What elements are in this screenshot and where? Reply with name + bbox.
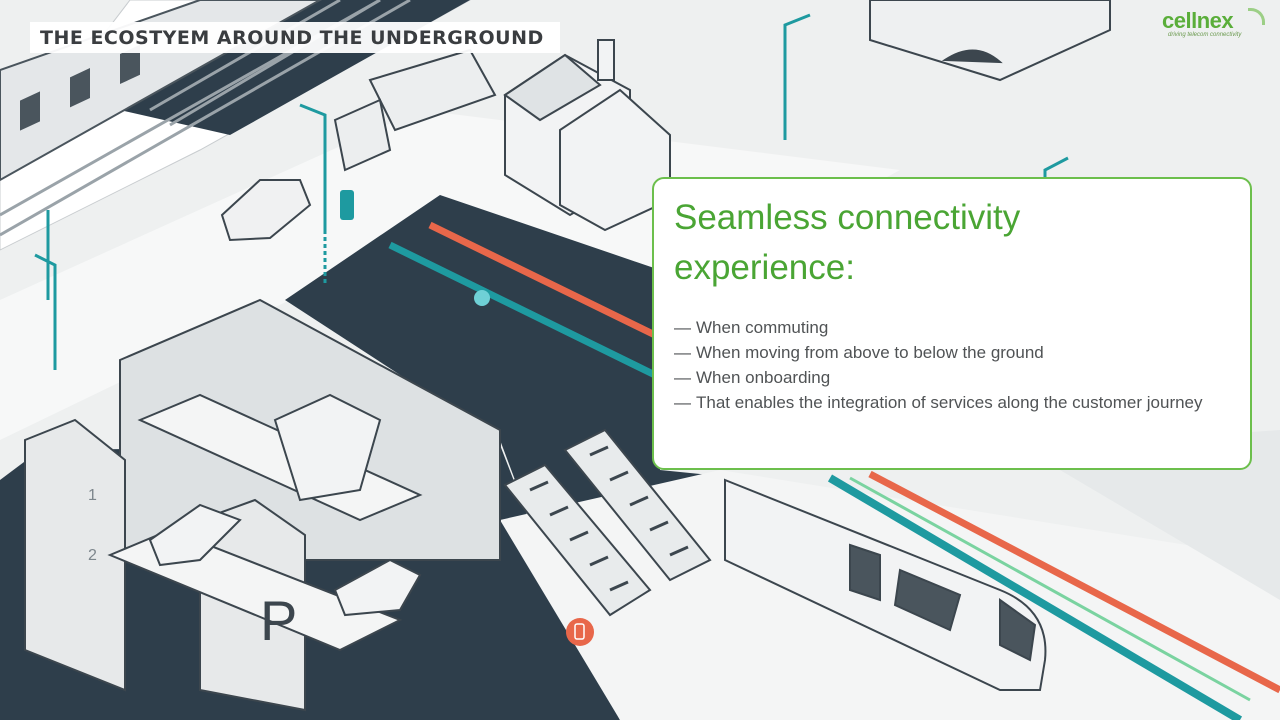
dash-marker: — (674, 368, 691, 387)
phone-hotspot-icon (566, 618, 594, 646)
parking-sign: P (260, 589, 297, 652)
train (724, 478, 1047, 691)
level-label: 2 (88, 547, 97, 564)
bullet-text: That enables the integration of services… (696, 393, 1203, 412)
bullet-text: When onboarding (696, 368, 831, 387)
car (220, 179, 312, 242)
list-item: — When onboarding (674, 365, 1230, 390)
panel-heading-line2: experience: (674, 248, 855, 287)
dash-marker: — (674, 318, 691, 337)
panel-heading: Seamless connectivity experience: (674, 193, 1230, 293)
house (503, 39, 671, 232)
slide-title-box: THE ECOSTYEM AROUND THE UNDERGROUND (30, 22, 560, 53)
signal-arc-icon (1248, 8, 1265, 25)
logo-wordmark: cellnex (1162, 8, 1234, 33)
list-item: — When commuting (674, 315, 1230, 340)
bullet-list: — When commuting — When moving from above … (674, 315, 1230, 415)
bullet-text: When commuting (696, 318, 829, 337)
logo-tagline: driving telecom connectivity (1168, 32, 1242, 38)
dash-marker: — (674, 343, 691, 362)
teal-line (388, 241, 657, 379)
level-label: 1 (88, 487, 97, 504)
dash-marker: — (674, 393, 691, 412)
tanker-truck (333, 48, 497, 172)
list-item: — That enables the integration of service… (674, 390, 1230, 415)
panel-heading-line1: Seamless connectivity (674, 198, 1021, 237)
orange-line (428, 221, 657, 339)
escalators (503, 428, 712, 617)
parking-building (24, 298, 501, 712)
shops (869, 0, 1111, 82)
slide-title: THE ECOSTYEM AROUND THE UNDERGROUND (40, 26, 544, 49)
cellnex-logo: cellnex driving telecom connectivity (1162, 8, 1274, 44)
list-item: — When moving from above to below the gro… (674, 340, 1230, 365)
bullet-text: When moving from above to below the grou… (696, 343, 1044, 362)
info-panel: Seamless connectivity experience: — When … (652, 177, 1252, 470)
lamp-posts (34, 13, 1069, 370)
